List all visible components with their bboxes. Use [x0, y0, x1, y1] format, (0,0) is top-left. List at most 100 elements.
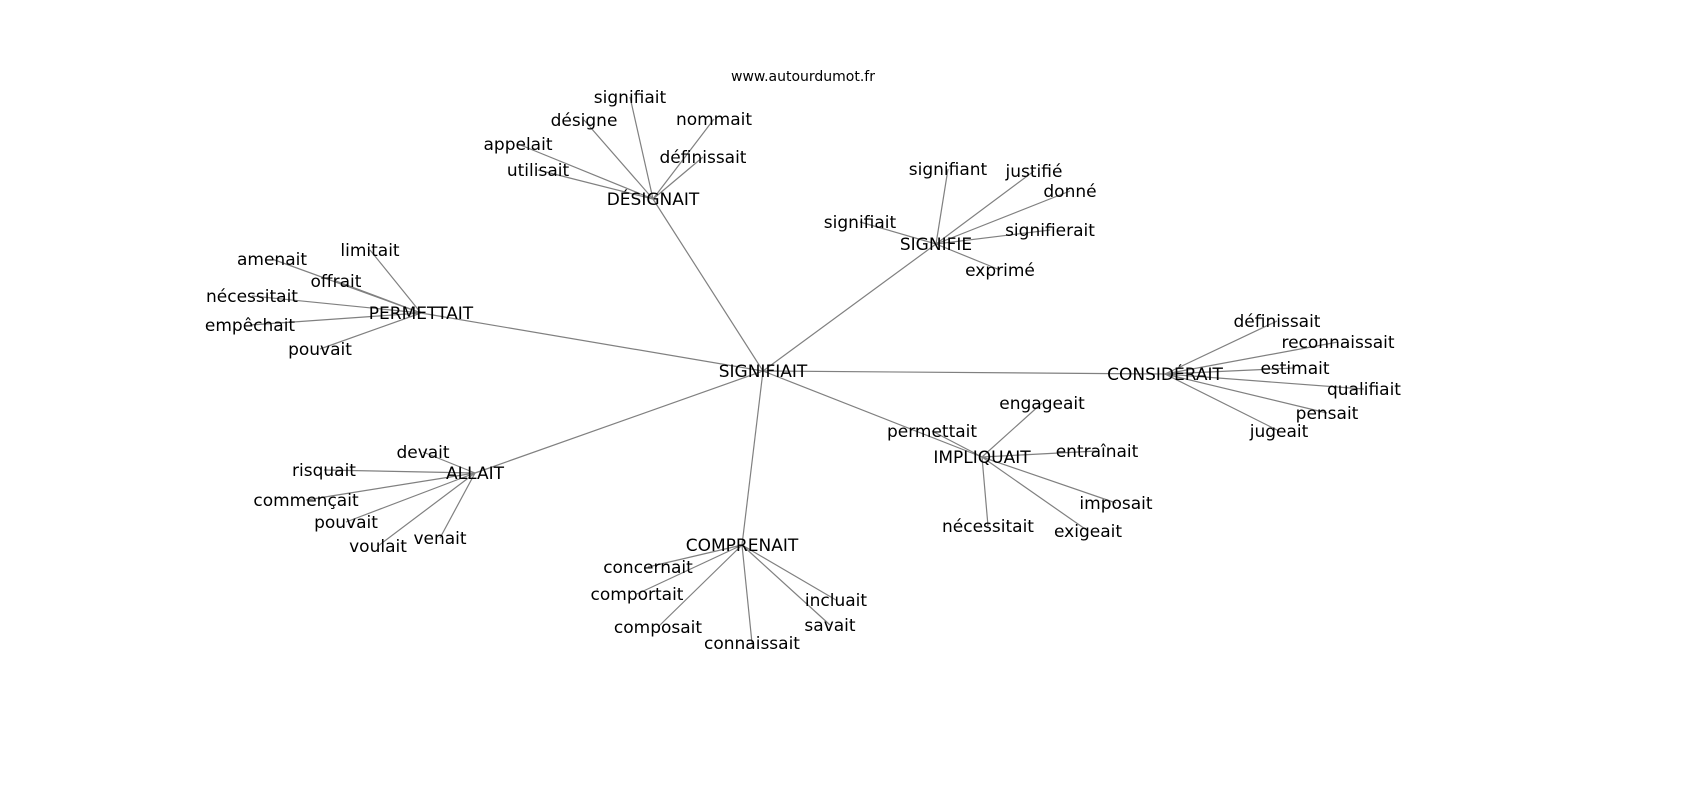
edge-allait-venait	[439, 472, 476, 539]
hub-node-allait: ALLAIT	[446, 464, 505, 484]
edge-impliquait-necessitait	[981, 456, 989, 527]
node-connaissait: connaissait	[704, 634, 800, 654]
edge-signifie-donne	[935, 190, 1071, 245]
edge-considerait-qualifiait	[1164, 373, 1365, 390]
node-empechait: empêchait	[205, 316, 296, 336]
node-incluait: incluait	[805, 591, 867, 611]
edge-comprenait-connaissait	[741, 544, 753, 644]
edge-signifie-signifiant	[935, 168, 949, 245]
edge-considerait-definissait	[1164, 320, 1278, 375]
edge-allait-voulait	[377, 472, 476, 547]
edge-impliquait-imposait	[981, 456, 1117, 504]
hub-node-permettait: PERMETTAIT	[369, 304, 474, 324]
edge-center-allait	[474, 370, 764, 474]
node-amenait: amenait	[237, 250, 307, 270]
node-signifiait: signifiait	[594, 88, 667, 108]
edge-designait-definissait	[652, 156, 704, 200]
edge-center-comprenait	[741, 370, 764, 546]
node-utilisait: utilisait	[507, 161, 570, 181]
node-qualifiait: qualifiait	[1327, 380, 1401, 400]
node-offrait: offrait	[311, 272, 362, 292]
edge-allait-devait	[422, 451, 476, 474]
edge-comprenait-concernait	[647, 544, 743, 568]
node-commencait: commençait	[253, 491, 359, 511]
edge-impliquait-entrainait	[981, 450, 1098, 458]
node-necessitait: nécessitait	[942, 517, 1034, 537]
edge-center-impliquait	[762, 370, 983, 458]
edge-considerait-estimait	[1164, 367, 1296, 375]
hub-node-impliquait: IMPLIQUAIT	[933, 448, 1031, 468]
edge-designait-designe	[583, 119, 654, 200]
edge-center-signifie	[762, 243, 937, 372]
edge-permettait-offrait	[335, 280, 422, 314]
node-estimait: estimait	[1260, 359, 1329, 379]
node-justifie: justifié	[1005, 162, 1063, 182]
edge-impliquait-engageait	[981, 402, 1043, 458]
edge-designait-signifiait	[629, 96, 654, 200]
node-definissait: définissait	[660, 148, 747, 168]
node-savait: savait	[804, 616, 855, 636]
node-appelait: appelait	[484, 135, 553, 155]
node-necessitait: nécessitait	[206, 287, 298, 307]
edge-permettait-empechait	[249, 312, 422, 326]
center-node: SIGNIFIAIT	[719, 362, 808, 382]
edge-allait-commencait	[305, 472, 476, 501]
node-signifiant: signifiant	[909, 160, 988, 180]
hub-node-considerait: CONSIDÉRAIT	[1107, 363, 1223, 385]
node-signifierait: signifierait	[1005, 221, 1095, 241]
node-voulait: voulait	[349, 537, 407, 557]
edge-impliquait-permettait	[931, 430, 983, 458]
edge-allait-pouvait	[345, 472, 476, 523]
node-pensait: pensait	[1296, 404, 1359, 424]
edge-permettait-necessitait	[251, 295, 422, 314]
edge-signifie-exprime	[935, 243, 1001, 271]
node-definissait: définissait	[1234, 312, 1321, 332]
hub-node-designait: DÉSIGNAIT	[607, 188, 700, 210]
edge-permettait-pouvait	[319, 312, 422, 350]
node-venait: venait	[413, 529, 466, 549]
node-jugeait: jugeait	[1249, 422, 1309, 442]
node-entrainait: entraînait	[1056, 442, 1139, 462]
edge-comprenait-incluait	[741, 544, 837, 601]
edge-center-permettait	[420, 312, 764, 372]
node-donne: donné	[1043, 182, 1096, 202]
edge-designait-utilisait	[537, 169, 654, 200]
edge-considerait-reconnaissait	[1164, 341, 1339, 375]
edge-allait-risquait	[323, 469, 476, 474]
node-exigeait: exigeait	[1054, 522, 1122, 542]
node-reconnaissait: reconnaissait	[1281, 333, 1394, 353]
edge-comprenait-composait	[657, 544, 743, 628]
edge-designait-nommait	[652, 118, 715, 200]
edge-considerait-jugeait	[1164, 373, 1280, 432]
edge-impliquait-exigeait	[981, 456, 1089, 532]
node-pouvait: pouvait	[288, 340, 352, 360]
edge-designait-appelait	[517, 143, 654, 200]
node-composait: composait	[614, 618, 702, 638]
node-signifiait: signifiait	[824, 213, 897, 233]
node-nommait: nommait	[676, 110, 752, 130]
edge-signifie-signifiait	[859, 221, 937, 245]
edge-signifie-signifierait	[935, 229, 1051, 245]
node-risquait: risquait	[292, 461, 356, 481]
node-designe: désigne	[551, 111, 618, 131]
site-title: www.autourdumot.fr	[731, 69, 875, 85]
edge-considerait-pensait	[1164, 373, 1328, 414]
node-permettait: permettait	[887, 422, 977, 442]
node-limitait: limitait	[340, 241, 400, 261]
node-devait: devait	[396, 443, 449, 463]
edge-comprenait-comportait	[636, 544, 743, 595]
edge-center-considerait	[762, 370, 1166, 375]
node-imposait: imposait	[1079, 494, 1152, 514]
edge-permettait-limitait	[369, 249, 422, 314]
edge-comprenait-savait	[741, 544, 831, 626]
node-pouvait: pouvait	[314, 513, 378, 533]
hub-node-comprenait: COMPRENAIT	[686, 536, 799, 556]
edge-signifie-justifie	[935, 170, 1035, 245]
node-comportait: comportait	[591, 585, 684, 605]
hub-node-signifie: SIGNIFIE	[900, 235, 972, 255]
node-concernait: concernait	[603, 558, 693, 578]
edge-center-designait	[652, 198, 764, 372]
node-exprime: exprimé	[965, 261, 1035, 281]
